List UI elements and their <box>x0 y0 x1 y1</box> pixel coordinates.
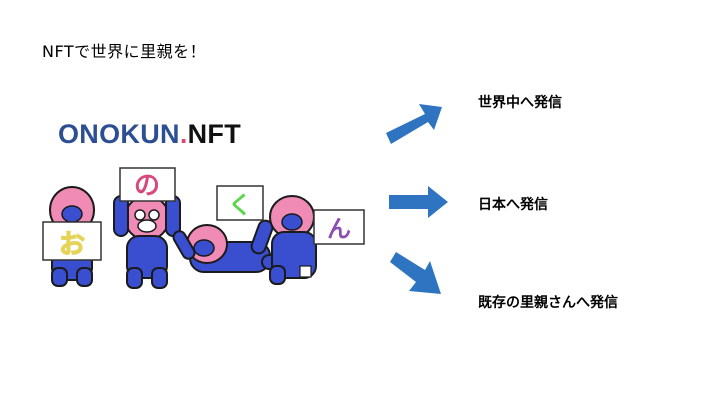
slide-title: NFTで世界に里親を！ <box>42 42 207 61</box>
mascot-holding-o-sign <box>42 186 102 287</box>
logo-text-onokun: ONOKUN <box>58 119 180 149</box>
arrow-up-right-icon <box>386 104 442 144</box>
sign-letter-no: の <box>134 171 160 201</box>
mascot-holding-n-sign <box>269 195 365 285</box>
destination-japan: 日本へ発信 <box>478 197 548 213</box>
arrow-right-icon <box>389 186 448 218</box>
destination-worldwide: 世界中へ発信 <box>478 95 562 111</box>
onokun-nft-logo: ONOKUN.NFT <box>58 119 241 150</box>
sign-letter-n: ん <box>327 215 351 243</box>
sign-letter-o: お <box>59 230 85 260</box>
sign-ku <box>216 185 264 221</box>
sign-letter-ku: く <box>228 191 252 219</box>
mascot-holding-no-sign <box>113 167 181 289</box>
arrow-down-right-icon <box>390 252 441 294</box>
logo-dot: . <box>179 119 188 149</box>
mascot-lying-down <box>172 219 287 273</box>
logo-text-nft: NFT <box>187 119 242 149</box>
destination-existing-foster-parents: 既存の里親さんへ発信 <box>478 295 618 311</box>
